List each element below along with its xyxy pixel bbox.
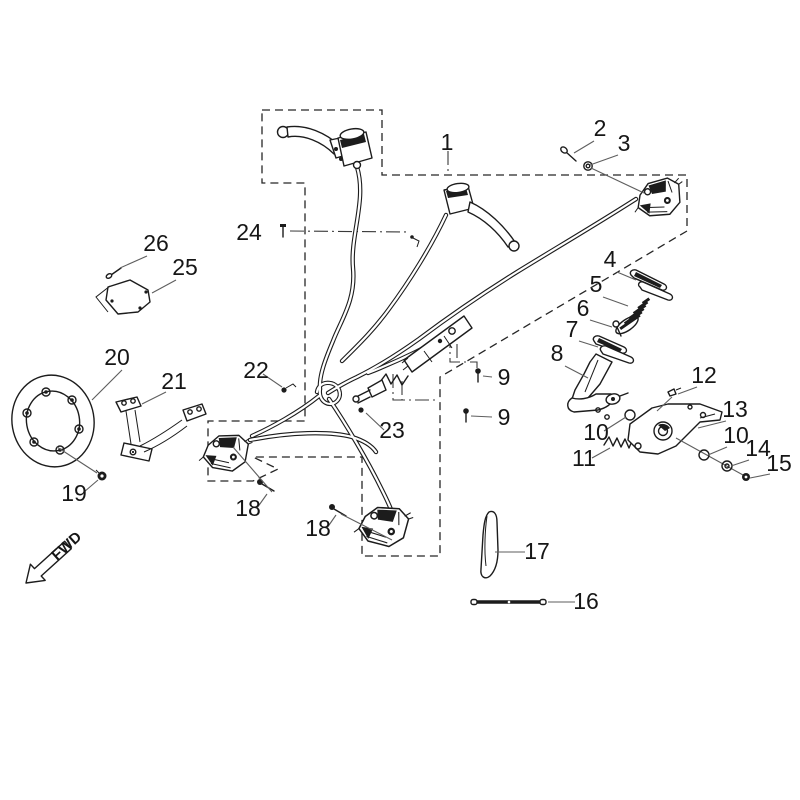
pedal-group [567,269,674,420]
rod-16 [470,598,547,606]
bracket-plate-13 [627,403,723,455]
guard-pin-26 [105,267,122,279]
pedal-bar-7 [592,335,635,364]
callout-17: 17 [524,538,550,564]
callout-20: 20 [104,344,130,370]
callout-25: 25 [172,254,198,280]
callout-7: 7 [566,316,579,342]
return-spring-11 [603,436,633,449]
callout-26: 26 [143,230,169,256]
pedal-bracket-group [603,387,750,481]
brake-hoses [247,164,639,529]
callout-4: 4 [604,246,617,272]
nut-15 [742,473,750,481]
callout-10a: 10 [583,419,609,445]
bushing-10a [624,409,636,421]
second-lever-assembly [410,182,520,252]
bolt-18b [329,504,347,517]
callout-5: 5 [590,271,603,297]
disc-bolt-19 [95,469,107,481]
callout-13: 13 [722,396,748,422]
lever-bolt-washer [560,146,593,171]
front-master-cylinder-assembly [276,125,373,170]
hose-guard [95,267,151,315]
fwd-label: FWD [48,528,85,564]
callout-21: 21 [161,368,187,394]
callout-14: 14 [745,435,771,461]
callout-18b: 18 [305,515,331,541]
callout-8: 8 [551,340,564,366]
callout-11: 11 [572,445,596,471]
caliper-bracket [115,396,207,462]
clip-22 [281,383,297,393]
left-caliper [197,432,254,473]
callout-10b: 10 [723,422,749,448]
callout-19: 19 [61,480,87,506]
callout-16: 16 [573,588,599,614]
callout-1: 1 [441,129,454,155]
bolt-9a [475,368,481,383]
leader-lines [83,140,771,603]
bolt-9b [463,408,469,423]
callout-15: 15 [766,450,792,476]
callout-3: 3 [618,130,631,156]
pedal-pad-4 [629,269,674,301]
callout-18a: 18 [235,495,261,521]
side-cover-17 [480,510,499,579]
callout-12: 12 [691,362,717,388]
bolt-24 [280,224,286,238]
brake-disc [11,374,107,481]
bolt-23 [358,407,364,413]
callout-24: 24 [236,219,262,245]
callout-2: 2 [594,115,607,141]
clip-12 [667,387,682,397]
right-caliper [629,174,689,221]
callout-9b: 9 [498,404,511,430]
callout-6: 6 [577,295,590,321]
pedal-boot-5 [615,297,651,335]
pedal-bolt-6 [612,320,622,337]
callout-22: 22 [243,357,269,383]
fwd-direction-indicator: FWD [25,528,85,584]
callout-9a: 9 [498,364,511,390]
callout-labels: 1 2 3 4 5 6 7 8 9 9 10 10 11 12 13 14 15… [61,115,792,614]
callout-23: 23 [379,417,405,443]
fwd-arrow-icon [25,540,73,584]
brake-pedal-8 [567,353,629,420]
rear-master-cylinder [352,315,473,404]
disc-bolt-holes [22,387,84,455]
